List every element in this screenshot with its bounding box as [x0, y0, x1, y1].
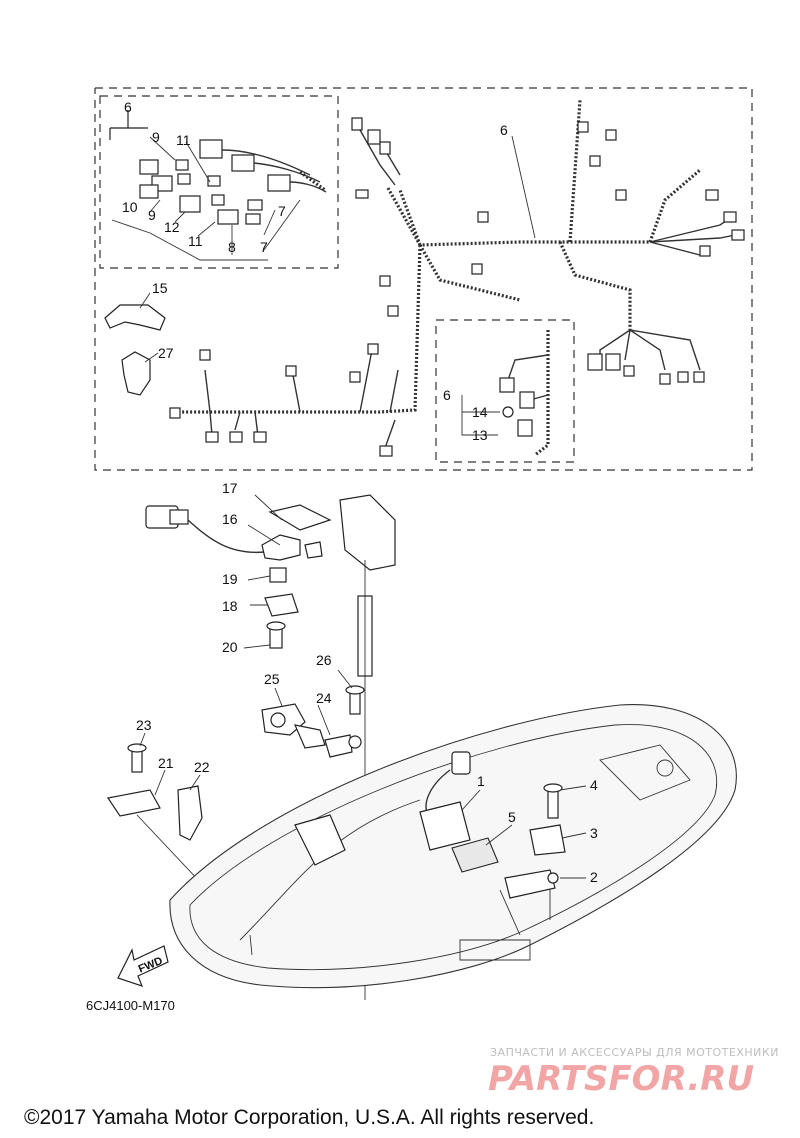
callout-12: 12	[164, 219, 180, 235]
clip-27	[121, 351, 159, 396]
switch-assembly	[145, 494, 396, 1000]
wiring-harness	[169, 99, 745, 457]
connector-kit-box	[99, 95, 339, 269]
callout-3: 3	[590, 825, 598, 841]
callout-1: 1	[477, 773, 485, 789]
copyright-text: ©2017 Yamaha Motor Corporation, U.S.A. A…	[24, 1106, 594, 1129]
callout-19: 19	[222, 571, 238, 587]
part-code: 6CJ4100-M170	[86, 998, 175, 1013]
callout-14: 14	[472, 404, 488, 420]
bottom-cowling	[169, 704, 737, 989]
callout-24: 24	[316, 690, 332, 706]
callout-11a: 11	[176, 132, 191, 148]
fwd-arrow	[117, 945, 169, 987]
watermark-tagline: ЗАПЧАСТИ И АКСЕССУАРЫ ДЛЯ МОТОТЕХНИКИ	[490, 1046, 779, 1059]
parts-21-23	[106, 732, 251, 936]
parts-24-26	[261, 669, 365, 758]
callout-5: 5	[508, 809, 516, 825]
outer-dashed-frame	[94, 87, 753, 471]
callout-11b: 11	[188, 233, 203, 249]
callout-13: 13	[472, 427, 488, 443]
watermark-logo: PARTSFOR.RU	[488, 1059, 754, 1099]
callout-27: 27	[158, 345, 174, 361]
callout-4: 4	[590, 777, 598, 793]
sub-harness	[461, 330, 550, 457]
callout-26: 26	[316, 652, 332, 668]
callout-7b: 7	[260, 239, 268, 255]
callout-8: 8	[228, 239, 236, 255]
callout-16: 16	[222, 511, 238, 527]
callout-22: 22	[194, 759, 210, 775]
callout-9a: 9	[152, 129, 160, 145]
callout-6c: 6	[443, 387, 451, 403]
callout-20: 20	[222, 639, 238, 655]
callout-10: 10	[122, 199, 138, 215]
callout-6a: 6	[124, 99, 132, 115]
clip-15	[104, 292, 166, 331]
parts-1-5	[419, 751, 587, 899]
callout-9b: 9	[148, 207, 156, 223]
callout-18: 18	[222, 598, 238, 614]
callout-7a: 7	[278, 203, 286, 219]
callout-25: 25	[264, 671, 280, 687]
callout-6b: 6	[500, 122, 508, 138]
callout-21: 21	[158, 755, 174, 771]
callout-17: 17	[222, 480, 238, 496]
callout-15: 15	[152, 280, 168, 296]
connector-kit-group	[109, 110, 327, 261]
callout-2: 2	[590, 869, 598, 885]
callout-23: 23	[136, 717, 152, 733]
